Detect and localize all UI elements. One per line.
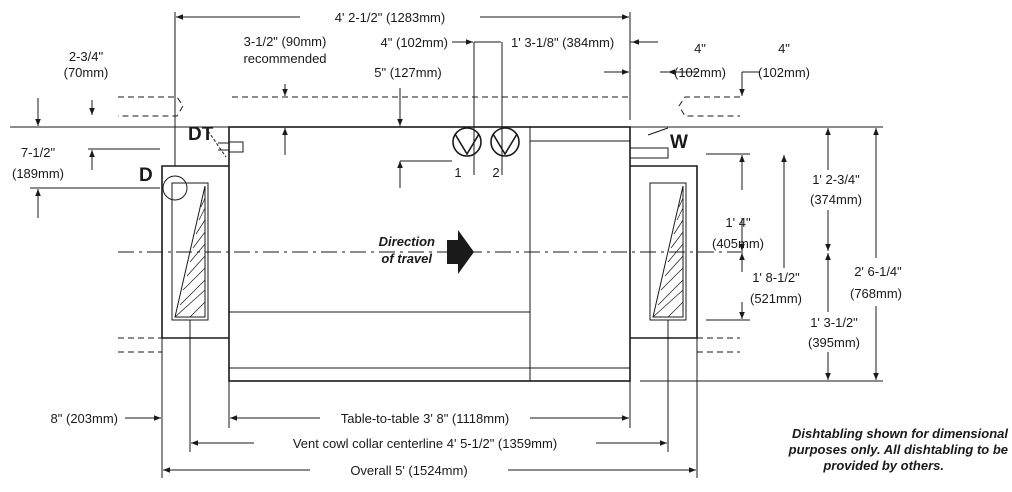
marker-dt: DT bbox=[188, 124, 214, 145]
dim-right-total-b: (521mm) bbox=[750, 291, 802, 306]
dim-top-overall: 4' 2-1/2" (1283mm) bbox=[335, 10, 445, 25]
dim-overall: Overall 5' (1524mm) bbox=[350, 463, 467, 478]
dim-inlet-spacing: 4" (102mm) bbox=[381, 35, 448, 50]
dimension-lines bbox=[35, 14, 879, 473]
marker-d: D bbox=[139, 165, 153, 186]
machine-body bbox=[228, 126, 631, 382]
dim-left-offset-a: 2-3/4" bbox=[69, 49, 104, 64]
dim-right-offset-1a: 4" bbox=[694, 41, 706, 56]
fixtures bbox=[162, 127, 669, 201]
dim-right-mid-b: (405mm) bbox=[712, 236, 764, 251]
fill-2-label: 2 bbox=[492, 165, 499, 180]
note-line3: provided by others. bbox=[822, 458, 944, 473]
direction-label-line1: Direction bbox=[379, 234, 435, 249]
note-line1: Dishtabling shown for dimensional bbox=[792, 426, 1008, 441]
dim-recommended-a: 3-1/2" (90mm) bbox=[244, 34, 327, 49]
fill-1-label: 1 bbox=[454, 165, 461, 180]
dim-inlet-depth: 5" (127mm) bbox=[374, 65, 441, 80]
dim-right-offset-2a: 4" bbox=[778, 41, 790, 56]
dim-right-offset-1b: (102mm) bbox=[674, 65, 726, 80]
dim-inlet-to-end: 1' 3-1/8" (384mm) bbox=[511, 35, 614, 50]
extension-lines bbox=[10, 12, 883, 478]
dim-drain-b: (189mm) bbox=[12, 166, 64, 181]
marker-w: W bbox=[670, 132, 688, 153]
dim-recommended-b: recommended bbox=[243, 51, 326, 66]
fill-inlets bbox=[397, 42, 520, 188]
dim-right-upper-b: (374mm) bbox=[810, 192, 862, 207]
dim-right-overall-b: (768mm) bbox=[850, 286, 902, 301]
direction-label-line2: of travel bbox=[381, 251, 432, 266]
dim-right-lower-b: (395mm) bbox=[808, 335, 860, 350]
dim-vent-cowl: Vent cowl collar centerline 4' 5-1/2" (1… bbox=[293, 436, 557, 451]
reference-dashes bbox=[118, 96, 740, 353]
dim-right-total-a: 1' 8-1/2" bbox=[752, 270, 800, 285]
dim-right-offset-2b: (102mm) bbox=[758, 65, 810, 80]
note-line2: purposes only. All dishtabling to be bbox=[788, 442, 1008, 457]
dim-right-upper-a: 1' 2-3/4" bbox=[812, 172, 860, 187]
dim-right-overall-a: 2' 6-1/4" bbox=[854, 264, 902, 279]
dim-left-offset-b: (70mm) bbox=[64, 65, 109, 80]
dim-right-mid-a: 1' 4" bbox=[725, 215, 751, 230]
dim-drain-a: 7-1/2" bbox=[21, 145, 56, 160]
dim-left-bottom: 8" (203mm) bbox=[51, 411, 118, 426]
dim-table-to-table: Table-to-table 3' 8" (1118mm) bbox=[341, 411, 509, 426]
direction-arrow-icon bbox=[447, 230, 474, 274]
dim-right-lower-a: 1' 3-1/2" bbox=[810, 315, 858, 330]
